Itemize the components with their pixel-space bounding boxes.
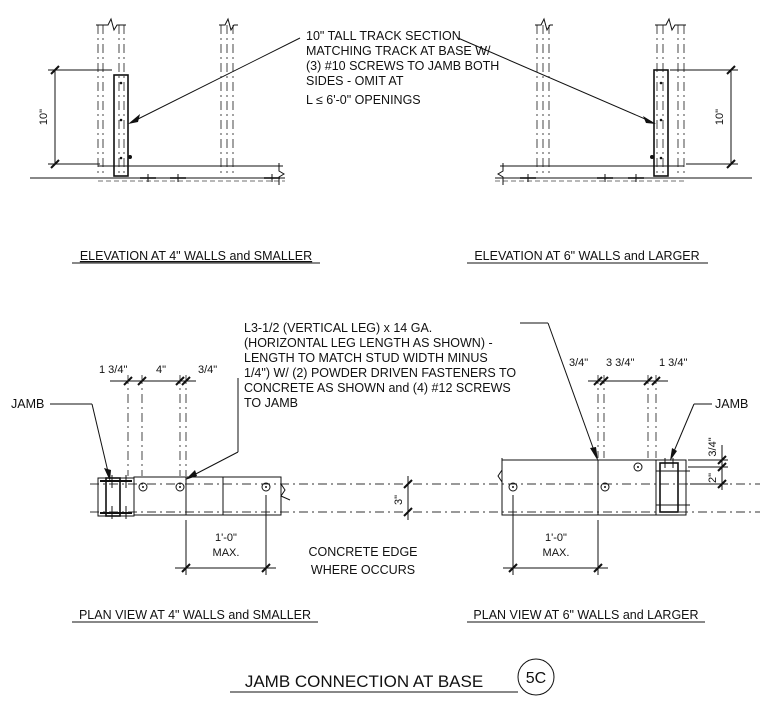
drawing-title: JAMB CONNECTION AT BASE 5C <box>230 658 555 696</box>
fastener <box>633 462 643 472</box>
svg-text:(3) #10 SCREWS TO JAMB BOTH: (3) #10 SCREWS TO JAMB BOTH <box>306 59 499 73</box>
svg-text:10" TALL TRACK SECTION: 10" TALL TRACK SECTION <box>306 29 461 43</box>
dim-label: MAX. <box>543 547 570 559</box>
track-section <box>113 74 129 177</box>
dim-string-top-right: 3/4" 3 3/4" 1 3/4" <box>569 357 687 386</box>
dim-height-right: 10" <box>670 65 738 169</box>
dim-label: 3 3/4" <box>606 357 634 369</box>
powder-fasteners <box>520 174 644 182</box>
track-segment <box>222 476 282 516</box>
track-segment <box>501 459 599 516</box>
break-line <box>497 458 503 515</box>
wall-studs <box>97 25 234 176</box>
svg-text:SIDES - OMIT AT: SIDES - OMIT AT <box>306 74 404 88</box>
detail-bubble <box>517 658 555 696</box>
wall-studs <box>536 25 685 176</box>
break-line <box>497 163 504 185</box>
jamb-leader-left <box>50 403 111 481</box>
fastener <box>138 482 148 492</box>
jamb-track <box>105 477 121 517</box>
track-section <box>653 69 669 177</box>
leader-line <box>131 37 301 123</box>
dim-label: 3/4" <box>569 357 588 369</box>
dim-label: 1 3/4" <box>99 364 127 376</box>
fastener <box>261 482 271 492</box>
angle-clip <box>597 459 657 516</box>
dim-label: 2" <box>707 473 719 483</box>
jamb-track <box>659 462 679 513</box>
leader-line <box>547 322 597 457</box>
break-line <box>655 17 686 32</box>
break-line <box>535 17 553 32</box>
caption-plan-small: PLAN VIEW AT 4" WALLS and SMALLER <box>79 608 311 622</box>
svg-text:L ≤ 6'-0" OPENINGS: L ≤ 6'-0" OPENINGS <box>306 93 421 107</box>
plan-right: 3/4" 3 3/4" 1 3/4" 3/4" 2" 1'-0" MAX. <box>497 322 728 575</box>
dim-label: MAX. <box>213 547 240 559</box>
screws <box>650 81 663 160</box>
dim-label: 3" <box>393 495 405 505</box>
svg-text:MATCHING TRACK AT BASE W/: MATCHING TRACK AT BASE W/ <box>306 44 491 58</box>
svg-text:L3-1/2 (VERTICAL LEG) x 14 GA.: L3-1/2 (VERTICAL LEG) x 14 GA. <box>244 321 432 335</box>
elevation-left: 10" <box>30 17 301 185</box>
dim-string-top-left: 1 3/4" 4" 3/4" <box>99 364 217 386</box>
jamb-label-right: JAMB <box>715 397 748 411</box>
screws <box>100 475 132 519</box>
svg-text:CONCRETE AS SHOWN and (4) #12: CONCRETE AS SHOWN and (4) #12 SCREWS <box>244 381 511 395</box>
caption-plan-large: PLAN VIEW AT 6" WALLS and LARGER <box>473 608 698 622</box>
arrowhead <box>185 470 197 480</box>
jamb-label-left: JAMB <box>11 397 44 411</box>
dim-label: 10" <box>38 109 50 125</box>
powder-fasteners <box>140 174 280 182</box>
dim-label: 1'-0" <box>545 532 567 544</box>
svg-text:CONCRETE EDGE: CONCRETE EDGE <box>308 545 417 559</box>
dim-vertical-right: 3/4" 2" <box>688 437 728 490</box>
break-line <box>278 163 285 185</box>
svg-text:1/4") W/ (2) POWDER DRIVEN FAS: 1/4") W/ (2) POWDER DRIVEN FASTENERS TO <box>244 366 516 380</box>
arrowhead <box>643 116 656 124</box>
screws <box>119 81 132 160</box>
dim-max-right: 1'-0" MAX. <box>503 495 608 575</box>
svg-text:WHERE OCCURS: WHERE OCCURS <box>311 563 415 577</box>
note-concrete-edge: CONCRETE EDGE WHERE OCCURS <box>308 545 417 577</box>
dim-label: 1'-0" <box>215 532 237 544</box>
arrowhead <box>128 114 140 124</box>
plan-left: 1 3/4" 4" 3/4" 1'-0" MAX. <box>50 364 760 575</box>
caption-elevation-small: ELEVATION AT 4" WALLS and SMALLER <box>80 249 312 263</box>
fastener <box>600 482 610 492</box>
elevation-right: 10" <box>457 17 752 185</box>
leader-line <box>457 37 653 123</box>
detail-id: 5C <box>526 670 546 687</box>
svg-text:TO JAMB: TO JAMB <box>244 396 298 410</box>
note-track-section: 10" TALL TRACK SECTION MATCHING TRACK AT… <box>306 29 499 107</box>
dim-label: 10" <box>714 109 726 125</box>
screws <box>656 458 690 506</box>
jamb-leader-right <box>670 403 712 461</box>
angle-clip <box>133 476 187 516</box>
title-text: JAMB CONNECTION AT BASE <box>245 672 483 691</box>
break-line <box>96 17 126 32</box>
dim-label: 3/4" <box>707 437 719 456</box>
dim-label: 4" <box>156 364 166 376</box>
note-angle: L3-1/2 (VERTICAL LEG) x 14 GA. (HORIZONT… <box>244 321 516 410</box>
break-line <box>280 483 291 501</box>
svg-text:(HORIZONTAL LEG LENGTH AS SHOW: (HORIZONTAL LEG LENGTH AS SHOWN) - <box>244 336 493 350</box>
arrowhead <box>590 447 598 461</box>
dim-max-left: 1'-0" MAX. <box>175 495 276 575</box>
jamb-stud <box>655 459 687 516</box>
dim-height-left: 10" <box>38 65 112 169</box>
break-line <box>219 17 238 32</box>
svg-text:LENGTH TO MATCH STUD WIDTH MIN: LENGTH TO MATCH STUD WIDTH MINUS <box>244 351 488 365</box>
fastener <box>508 482 518 492</box>
caption-elevation-large: ELEVATION AT 6" WALLS and LARGER <box>474 249 699 263</box>
fastener <box>175 482 185 492</box>
dim-label: 3/4" <box>198 364 217 376</box>
dim-label: 1 3/4" <box>659 357 687 369</box>
leader-line <box>187 451 239 479</box>
dim-3in: 3" <box>393 476 413 520</box>
